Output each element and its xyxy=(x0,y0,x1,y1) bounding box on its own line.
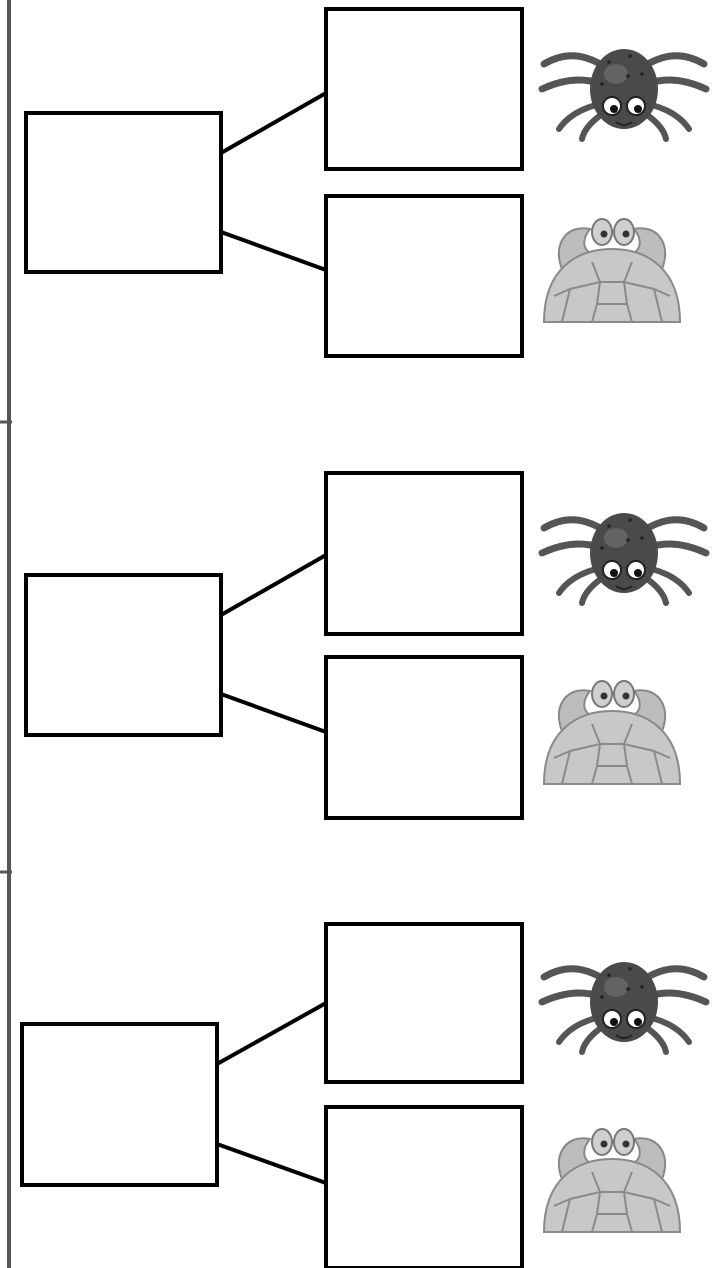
margin-rule xyxy=(0,0,12,1268)
spider-icon xyxy=(542,962,706,1052)
tree-group-1 xyxy=(24,7,706,358)
child-answer-box-crab[interactable] xyxy=(324,1105,524,1268)
branch-line-upper xyxy=(220,553,327,617)
branch-line-upper xyxy=(220,91,327,155)
child-answer-box-spider[interactable] xyxy=(324,922,524,1084)
child-answer-box-spider[interactable] xyxy=(324,7,524,171)
crab-icon xyxy=(543,218,681,323)
branch-line-upper xyxy=(216,1001,327,1066)
tree-group-2 xyxy=(24,471,706,820)
branch-line-lower xyxy=(220,230,327,272)
branch-line-lower xyxy=(216,1142,327,1185)
parent-answer-box[interactable] xyxy=(24,573,223,737)
crab-icon xyxy=(543,1128,681,1233)
crab-icon xyxy=(543,680,681,785)
parent-answer-box[interactable] xyxy=(20,1022,219,1187)
tree-group-3 xyxy=(20,922,706,1268)
child-answer-box-crab[interactable] xyxy=(324,194,524,358)
branch-line-lower xyxy=(220,692,327,734)
child-answer-box-spider[interactable] xyxy=(324,471,524,636)
parent-answer-box[interactable] xyxy=(24,111,223,274)
child-answer-box-crab[interactable] xyxy=(324,655,524,820)
spider-icon xyxy=(542,49,706,139)
spider-icon xyxy=(542,513,706,603)
